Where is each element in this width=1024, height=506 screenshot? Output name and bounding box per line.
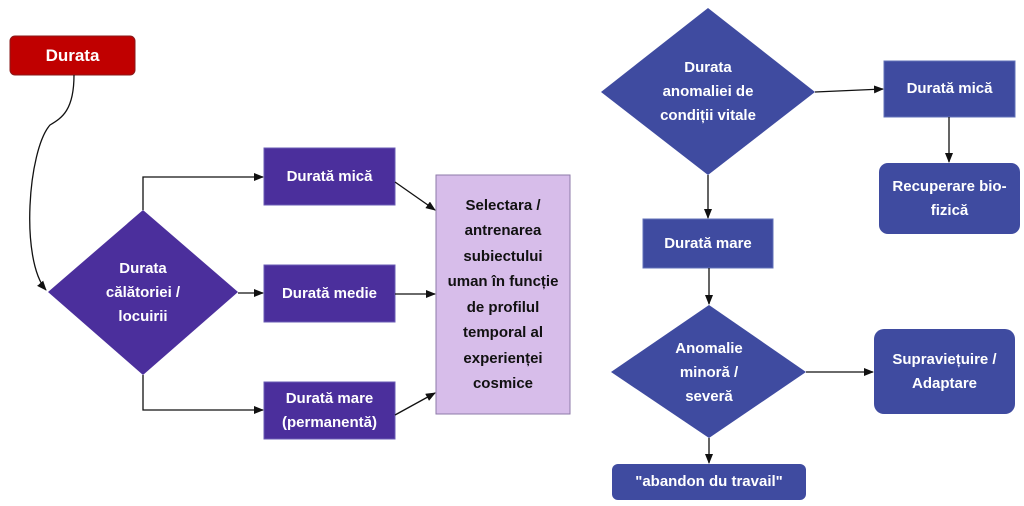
right-abandon-shape (612, 464, 806, 500)
right-long-label: Durată mare (664, 234, 752, 252)
arrow-decision1-to-short (814, 85, 884, 94)
left-decision-shape (48, 210, 238, 375)
left-decision-label: Durata călătoriei / locuirii (105, 260, 181, 325)
right-recovery-label: Recuperare bio-fizică (892, 177, 1007, 219)
right-decision2-shape (611, 305, 806, 438)
right-survival-label: Supraviețuire / Adaptare (892, 350, 997, 392)
left-short-label: Durată mică (286, 167, 373, 185)
left-long-label: Durată mare (permanentă) (281, 389, 378, 431)
left-result-label: Selectara / antrenarea subiectului uman … (447, 196, 559, 393)
right-survival-shape (874, 329, 1015, 414)
arrow-decision-to-long (142, 375, 264, 414)
left-connectors (29, 74, 436, 416)
right-decision2-label: Anomalie minoră / severă (675, 340, 743, 405)
right-abandon-label: "abandon du travail" (635, 473, 783, 490)
right-decision1-label: Durata anomaliei de condiții vitale (660, 59, 756, 124)
arrow-short-to-result (394, 181, 436, 211)
arrow-long-to-result (394, 392, 436, 416)
left-medium-label: Durată medie (281, 284, 378, 302)
left-short-shape (263, 147, 396, 206)
right-long-shape (642, 218, 774, 269)
right-short-label: Durată mică (906, 80, 993, 97)
right-connectors (704, 85, 953, 464)
left-long-shape (263, 381, 396, 440)
left-medium-shape (263, 264, 396, 323)
arrow-decision-to-short (142, 173, 264, 210)
start-node-shape (9, 35, 136, 76)
arrow-start-to-decision (29, 74, 75, 291)
start-node: Durata (45, 45, 100, 65)
right-recovery-shape (879, 163, 1020, 234)
right-decision1-shape (601, 8, 815, 175)
left-result-shape (435, 174, 571, 415)
